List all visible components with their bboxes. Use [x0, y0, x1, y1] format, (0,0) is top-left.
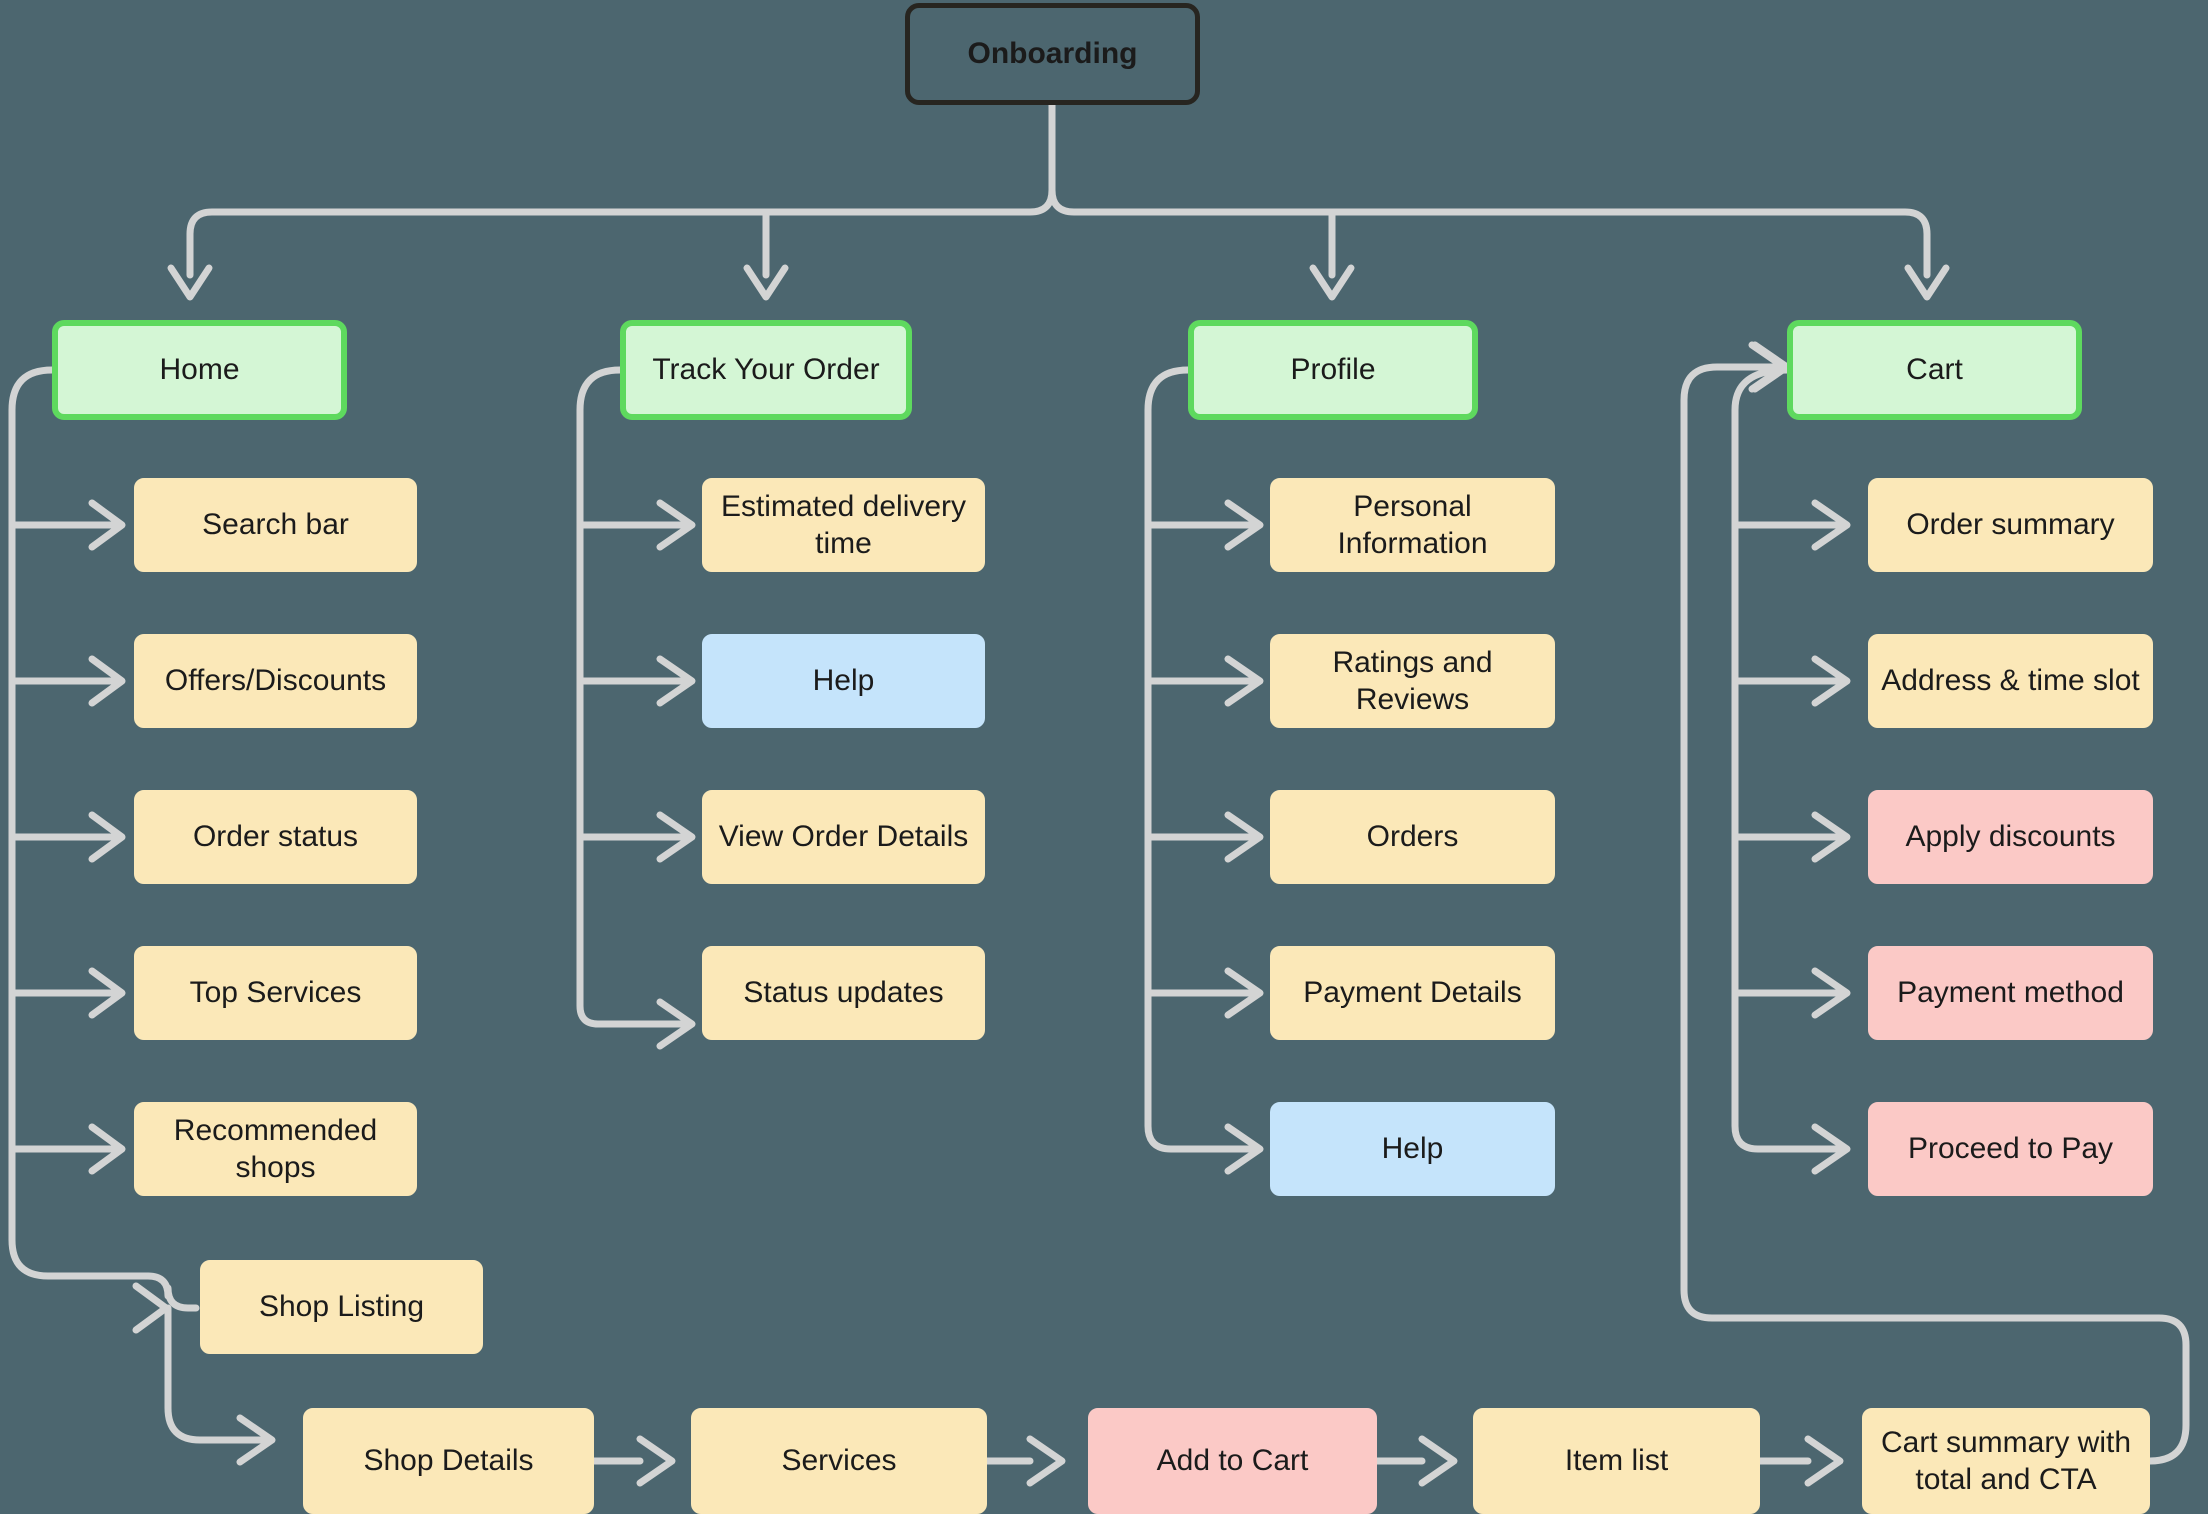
arrow-help-track [656, 655, 696, 707]
node-onboarding[interactable]: Onboarding [905, 3, 1200, 105]
node-payment-details[interactable]: Payment Details [1270, 946, 1555, 1040]
arrow-itemlist [1418, 1435, 1458, 1487]
arrow-statusupdates [656, 998, 696, 1050]
node-label: Shop Listing [258, 1290, 425, 1324]
node-label: Order status [192, 820, 359, 854]
node-label: Recommended shops [173, 1113, 378, 1185]
node-order-status[interactable]: Order status [134, 790, 417, 884]
arrow-personal [1224, 499, 1264, 551]
arrow-offers [88, 655, 126, 707]
node-home[interactable]: Home [52, 320, 347, 420]
node-item-list[interactable]: Item list [1473, 1408, 1760, 1514]
arrow-vod [656, 811, 696, 863]
node-order-summary[interactable]: Order summary [1868, 478, 2153, 572]
node-track-your-order[interactable]: Track Your Order [620, 320, 912, 420]
arrow-applydiscounts [1811, 811, 1851, 863]
node-status-updates[interactable]: Status updates [702, 946, 985, 1040]
node-label: Personal Information [1337, 489, 1488, 561]
node-label: Help [1381, 1132, 1444, 1166]
node-help-track[interactable]: Help [702, 634, 985, 728]
node-add-to-cart[interactable]: Add to Cart [1088, 1408, 1377, 1514]
node-apply-discounts[interactable]: Apply discounts [1868, 790, 2153, 884]
node-top-services[interactable]: Top Services [134, 946, 417, 1040]
arrow-eta [656, 499, 696, 551]
edge-recommended-shoplisting [144, 1272, 200, 1312]
node-label: Profile [1290, 353, 1376, 387]
node-label: Search bar [202, 508, 349, 542]
arrow-address [1811, 655, 1851, 707]
trunk-home [8, 366, 152, 1280]
node-services[interactable]: Services [691, 1408, 987, 1514]
node-label: Track Your Order [652, 353, 880, 387]
edge-onboarding-bus [186, 101, 1056, 279]
node-label: Status updates [743, 976, 944, 1010]
node-label: Estimated delivery time [720, 489, 967, 561]
node-label: Cart [1906, 353, 1963, 387]
node-label: Apply discounts [1905, 820, 2116, 854]
arrow-home-down [167, 264, 213, 301]
trunk-track [576, 366, 694, 1028]
arrow-help-profile [1224, 1123, 1264, 1175]
node-shop-details[interactable]: Shop Details [303, 1408, 594, 1514]
node-cart-summary[interactable]: Cart summary with total and CTA [1862, 1408, 2150, 1514]
arrow-search [88, 499, 126, 551]
node-label: View Order Details [718, 820, 969, 854]
arrow-orderstatus [88, 811, 126, 863]
node-proceed-to-pay[interactable]: Proceed to Pay [1868, 1102, 2153, 1196]
node-search-bar[interactable]: Search bar [134, 478, 417, 572]
trunk-profile [1144, 366, 1262, 1153]
node-address-time-slot[interactable]: Address & time slot [1868, 634, 2153, 728]
arrow-shopdetails [236, 1414, 276, 1466]
node-ratings-and-reviews[interactable]: Ratings and Reviews [1270, 634, 1555, 728]
node-profile[interactable]: Profile [1188, 320, 1478, 420]
node-label: Shop Details [363, 1444, 534, 1478]
node-view-order-details[interactable]: View Order Details [702, 790, 985, 884]
arrow-paymentdetails [1224, 967, 1264, 1019]
node-label: Orders [1366, 820, 1459, 854]
arrow-paymentmethod [1811, 967, 1851, 1019]
node-label: Item list [1564, 1444, 1669, 1478]
node-label: Top Services [189, 976, 362, 1010]
node-label: Order summary [1906, 508, 2115, 542]
arrow-topservices [88, 967, 126, 1019]
edge-onboarding-bus-right [1048, 186, 1931, 279]
node-personal-information[interactable]: Personal Information [1270, 478, 1555, 572]
arrow-services [636, 1435, 676, 1487]
arrow-track-down [743, 264, 789, 301]
node-estimated-delivery-time[interactable]: Estimated delivery time [702, 478, 985, 572]
node-label: Home [159, 353, 240, 387]
node-label: Onboarding [967, 37, 1138, 71]
node-label: Services [781, 1444, 897, 1478]
arrow-shoplisting [132, 1282, 170, 1334]
arrow-cart-inner [1751, 341, 1791, 393]
arrow-orders [1224, 811, 1264, 863]
node-label: Offers/Discounts [164, 664, 387, 698]
node-label: Address & time slot [1881, 664, 2140, 698]
arrow-ordersummary [1811, 499, 1851, 551]
arrow-addtocart [1026, 1435, 1066, 1487]
arrow-cart-outer [1748, 341, 1788, 393]
node-orders[interactable]: Orders [1270, 790, 1555, 884]
arrow-ratings [1224, 655, 1264, 707]
node-help-profile[interactable]: Help [1270, 1102, 1555, 1196]
node-offers-discounts[interactable]: Offers/Discounts [134, 634, 417, 728]
node-label: Payment Details [1303, 976, 1522, 1010]
node-shop-listing[interactable]: Shop Listing [200, 1260, 483, 1354]
node-label: Cart summary with total and CTA [1880, 1425, 2132, 1497]
arrow-cartsummary [1804, 1435, 1844, 1487]
node-label: Ratings and Reviews [1332, 645, 1493, 717]
node-cart[interactable]: Cart [1787, 320, 2082, 420]
node-label: Add to Cart [1156, 1444, 1309, 1478]
arrow-cart-down [1904, 264, 1950, 301]
node-label: Proceed to Pay [1907, 1132, 2114, 1166]
node-label: Help [812, 664, 875, 698]
arrow-recommended [88, 1123, 126, 1175]
node-label: Payment method [1897, 976, 2124, 1010]
trunk-cart [1731, 366, 1849, 1153]
arrow-proceedtopay [1811, 1123, 1851, 1175]
node-recommended-shops[interactable]: Recommended shops [134, 1102, 417, 1196]
arrow-profile-down [1309, 264, 1355, 301]
node-payment-method[interactable]: Payment method [1868, 946, 2153, 1040]
